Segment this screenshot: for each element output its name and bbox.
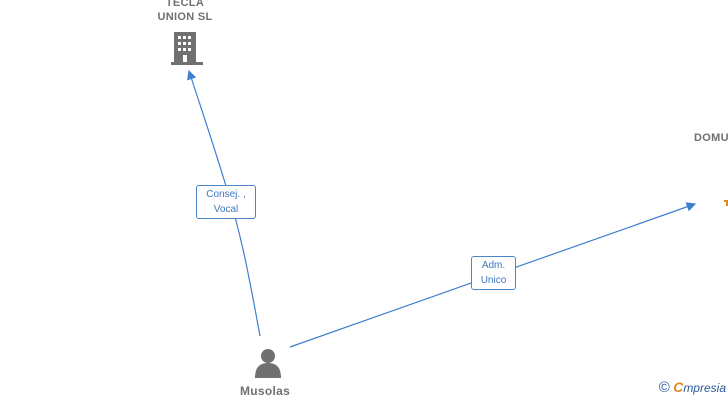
- brand-initial: C: [673, 379, 684, 395]
- brand-watermark: © Cmpresia: [659, 379, 726, 396]
- edge-label-adm-unico[interactable]: Adm. Unico: [471, 256, 516, 290]
- edge-label-adm-line2: Unico: [480, 275, 507, 286]
- person-icon[interactable]: [255, 349, 281, 378]
- node-label-musolas-text: Musolas: [239, 384, 291, 398]
- copyright-icon: ©: [658, 379, 670, 396]
- edge-label-consej-line2: Vocal: [213, 204, 239, 215]
- edge-label-consej-line1: Consej. ,: [206, 189, 246, 200]
- edge-label-consej-vocal[interactable]: Consej. , Vocal: [196, 185, 256, 219]
- company-icon-partial[interactable]: [724, 200, 728, 206]
- building-icon[interactable]: [171, 32, 203, 65]
- node-label-domu[interactable]: DOMU: [694, 131, 728, 145]
- node-label-domu-text: DOMU: [694, 132, 728, 144]
- node-label-musolas[interactable]: Musolas: [225, 384, 305, 398]
- node-label-tecla-line2: UNION SL: [157, 11, 213, 23]
- brand-name: mpresia: [683, 381, 726, 395]
- node-label-tecla[interactable]: TECLA UNION SL: [140, 0, 230, 24]
- edge-label-adm-line1: Adm.: [481, 260, 506, 271]
- node-label-tecla-line1: TECLA: [165, 0, 205, 9]
